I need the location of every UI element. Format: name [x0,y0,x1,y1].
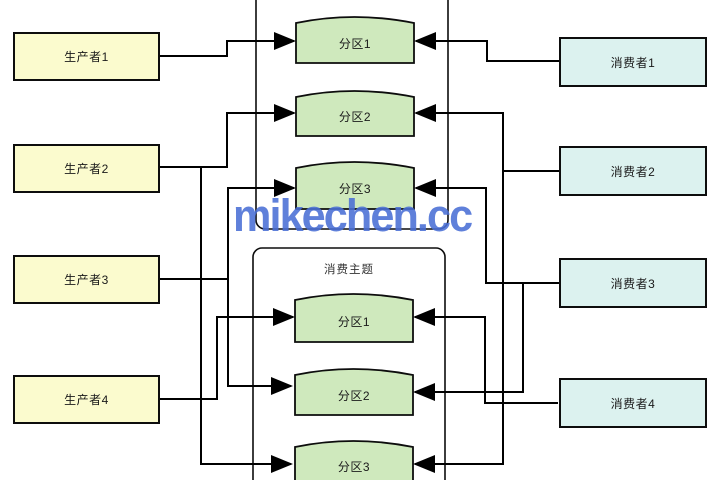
connector-consumer3-to-topic2-p2 [413,283,524,401]
connector-consumer2-to-topic2-p3 [413,171,504,473]
producer-4-node: 生产者4 [13,375,160,424]
producer-3-label: 生产者3 [64,273,109,287]
partition-shape-topic1-p1 [295,16,415,64]
connector-consumer1-to-topic1-p1 [414,32,559,62]
partition-shape-topic1-p2 [295,90,415,137]
consumer-2-node: 消费者2 [559,146,707,196]
consumer-connectors [413,32,559,473]
partition-shape-topic2-p1 [294,293,414,343]
consumer-4-label: 消费者4 [610,396,656,411]
partition-shape-topic2-p2 [294,368,414,416]
topic-2-container [252,247,446,480]
connector-consumer4-to-topic2-p1 [413,308,558,404]
consumer-1-node: 消费者1 [559,37,707,87]
connector-producer4-to-topic2-p1 [160,308,295,400]
producer-4-label: 生产者4 [64,393,109,407]
connector-producer3-to-topic2-p2 [227,279,293,395]
consumer-3-label: 消费者3 [610,276,656,291]
connector-producer2-to-topic2-p3 [200,167,293,473]
connector-producer3-to-topic1-p3 [160,179,296,280]
consumer-1-label: 消费者1 [610,55,656,70]
watermark-text: mikechen.cc [233,190,473,241]
connector-producer1-to-topic1-p1 [160,32,296,57]
producer-2-node: 生产者2 [13,144,160,193]
connector-producer2-to-topic1-p2 [160,104,296,168]
consumer-2-label: 消费者2 [610,164,656,179]
connector-consumer2-to-topic1-p2 [414,104,559,172]
consumer-4-node: 消费者4 [559,378,707,428]
producer-connectors [160,32,296,473]
partition-shape-topic2-p3 [294,440,414,480]
producer-3-node: 生产者3 [13,255,160,304]
producer-1-node: 生产者1 [13,32,160,81]
topic-1-container [255,0,449,230]
consumer-3-node: 消费者3 [559,258,707,308]
topic-2-title: 消费主题 [324,264,374,276]
producer-1-label: 生产者1 [64,50,109,64]
producer-2-label: 生产者2 [64,162,109,176]
